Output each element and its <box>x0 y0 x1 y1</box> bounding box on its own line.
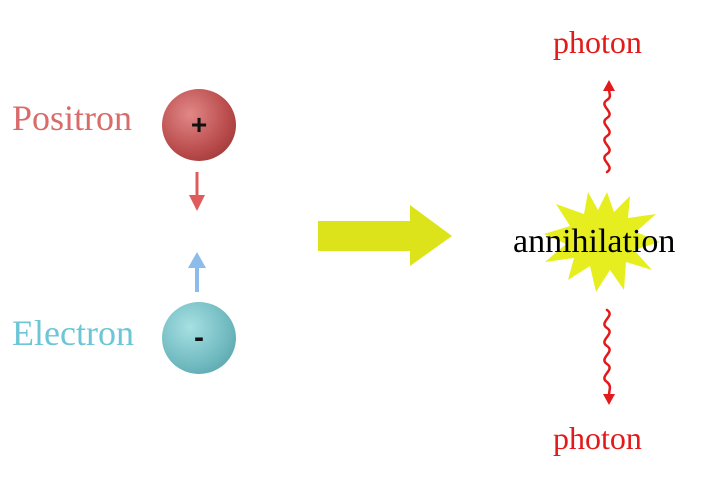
positron-label: Positron <box>12 98 133 138</box>
annihilation-label: annihilation <box>513 223 676 260</box>
electron-charge-symbol: - <box>194 321 204 354</box>
positron-charge-symbol: + <box>190 109 208 140</box>
electron-particle: - <box>162 302 236 374</box>
right-arrow-icon <box>318 205 452 266</box>
photon-top-wave-icon <box>603 80 615 174</box>
positron-particle: + <box>162 89 236 161</box>
down-arrow-icon <box>189 172 205 211</box>
photon-bottom-label: photon <box>553 420 642 456</box>
photon-top-label: photon <box>553 24 642 60</box>
electron-label: Electron <box>12 313 134 353</box>
up-arrow-icon <box>188 252 206 292</box>
photon-bottom-wave-icon <box>603 308 615 405</box>
starburst-icon <box>544 192 660 292</box>
